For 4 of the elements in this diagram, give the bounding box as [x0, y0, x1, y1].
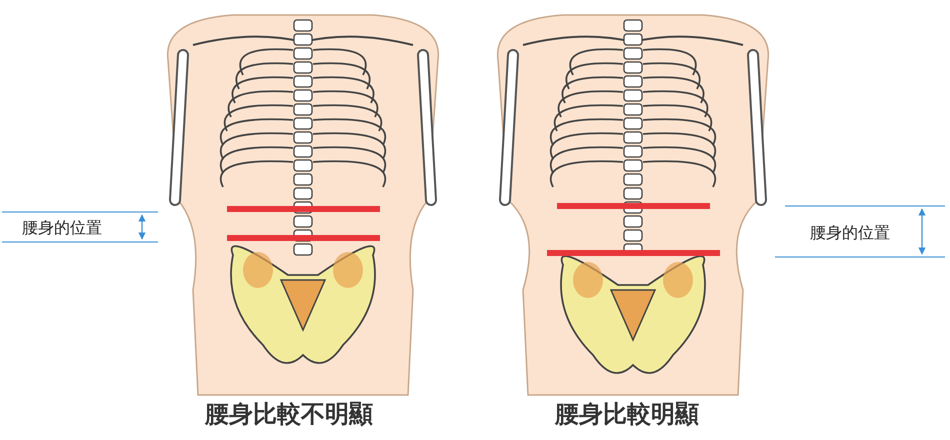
- figure-caption: 腰身比較不明顯: [205, 399, 373, 430]
- measure-label: 腰身的位置: [22, 218, 102, 239]
- figure-caption: 腰身比較明顯: [555, 399, 699, 430]
- measure-label: 腰身的位置: [810, 223, 890, 244]
